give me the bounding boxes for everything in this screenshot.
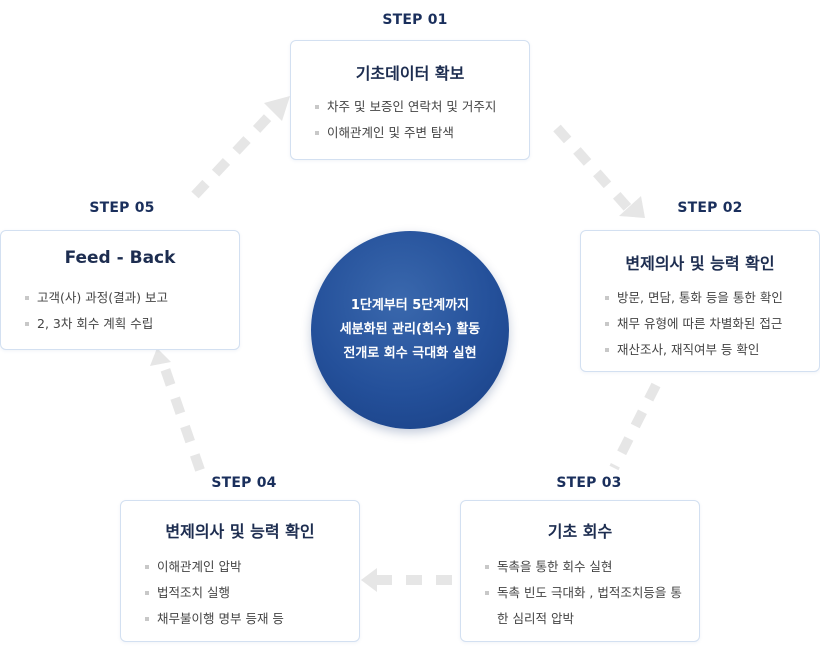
step03-list: 독촉을 통한 회수 실현 독촉 빈도 극대화 , 법적조치등을 통한 심리적 압… — [485, 554, 691, 632]
arrowhead-step05 — [150, 348, 171, 366]
step01-title: 기초데이터 확보 — [355, 64, 465, 83]
list-item: 재산조사, 재직여부 등 확인 — [605, 337, 783, 363]
step05-list: 고객(사) 과정(결과) 보고 2, 3차 회수 계획 수립 — [25, 285, 168, 337]
list-item: 이해관계인 압박 — [145, 554, 284, 580]
arrow-step01-to-step02 — [553, 124, 632, 212]
step02-card: 변제의사 및 능력 확인 방문, 면담, 통화 등을 통한 확인 채무 유형에 … — [580, 230, 820, 372]
arrow-step02-to-step03 — [609, 382, 661, 471]
center-text: 1단계부터 5단계까지 세분화된 관리(회수) 활동 전개로 회수 극대화 실현 — [340, 294, 481, 366]
center-line: 1단계부터 5단계까지 — [350, 298, 470, 313]
step05-card: Feed - Back 고객(사) 과정(결과) 보고 2, 3차 회수 계획 … — [0, 230, 240, 350]
list-item: 이해관계인 및 주변 탐색 — [315, 120, 496, 146]
list-item: 채무 유형에 따른 차별화된 접근 — [605, 311, 783, 337]
list-item: 독촉 빈도 극대화 , 법적조치등을 통한 심리적 압박 — [485, 580, 691, 632]
step01-label: STEP 01 — [382, 12, 448, 28]
list-item: 법적조치 실행 — [145, 580, 284, 606]
center-line: 전개로 회수 극대화 실현 — [343, 346, 477, 361]
arrowhead-step02 — [619, 196, 645, 218]
list-item: 방문, 면담, 통화 등을 통한 확인 — [605, 285, 783, 311]
step02-title: 변제의사 및 능력 확인 — [625, 254, 775, 273]
arrowhead-step04 — [361, 568, 377, 592]
center-line: 세분화된 관리(회수) 활동 — [339, 322, 481, 337]
center-circle: 1단계부터 5단계까지 세분화된 관리(회수) 활동 전개로 회수 극대화 실현 — [311, 231, 509, 429]
step02-label: STEP 02 — [677, 200, 743, 216]
list-item: 독촉을 통한 회수 실현 — [485, 554, 691, 580]
step03-label: STEP 03 — [556, 475, 622, 491]
list-item: 2, 3차 회수 계획 수립 — [25, 311, 168, 337]
step01-card: 기초데이터 확보 차주 및 보증인 연락처 및 거주지 이해관계인 및 주변 탐… — [290, 40, 530, 160]
step03-card: 기초 회수 독촉을 통한 회수 실현 독촉 빈도 극대화 , 법적조치등을 통한… — [460, 500, 700, 642]
step04-title: 변제의사 및 능력 확인 — [165, 522, 315, 541]
step04-card: 변제의사 및 능력 확인 이해관계인 압박 법적조치 실행 채무불이행 명부 등… — [120, 500, 360, 642]
step03-title: 기초 회수 — [547, 522, 613, 541]
list-item: 차주 및 보증인 연락처 및 거주지 — [315, 94, 496, 120]
step04-label: STEP 04 — [211, 475, 277, 491]
arrowhead-step01 — [264, 96, 290, 121]
arrow-step04-to-step05 — [157, 358, 205, 472]
step01-list: 차주 및 보증인 연락처 및 거주지 이해관계인 및 주변 탐색 — [315, 94, 496, 146]
step05-title: Feed - Back — [64, 248, 176, 268]
arrow-step05-to-step01 — [191, 109, 276, 199]
step05-label: STEP 05 — [89, 200, 155, 216]
step02-list: 방문, 면담, 통화 등을 통한 확인 채무 유형에 따른 차별화된 접근 재산… — [605, 285, 783, 363]
step04-list: 이해관계인 압박 법적조치 실행 채무불이행 명부 등재 등 — [145, 554, 284, 632]
list-item: 고객(사) 과정(결과) 보고 — [25, 285, 168, 311]
list-item: 채무불이행 명부 등재 등 — [145, 606, 284, 632]
